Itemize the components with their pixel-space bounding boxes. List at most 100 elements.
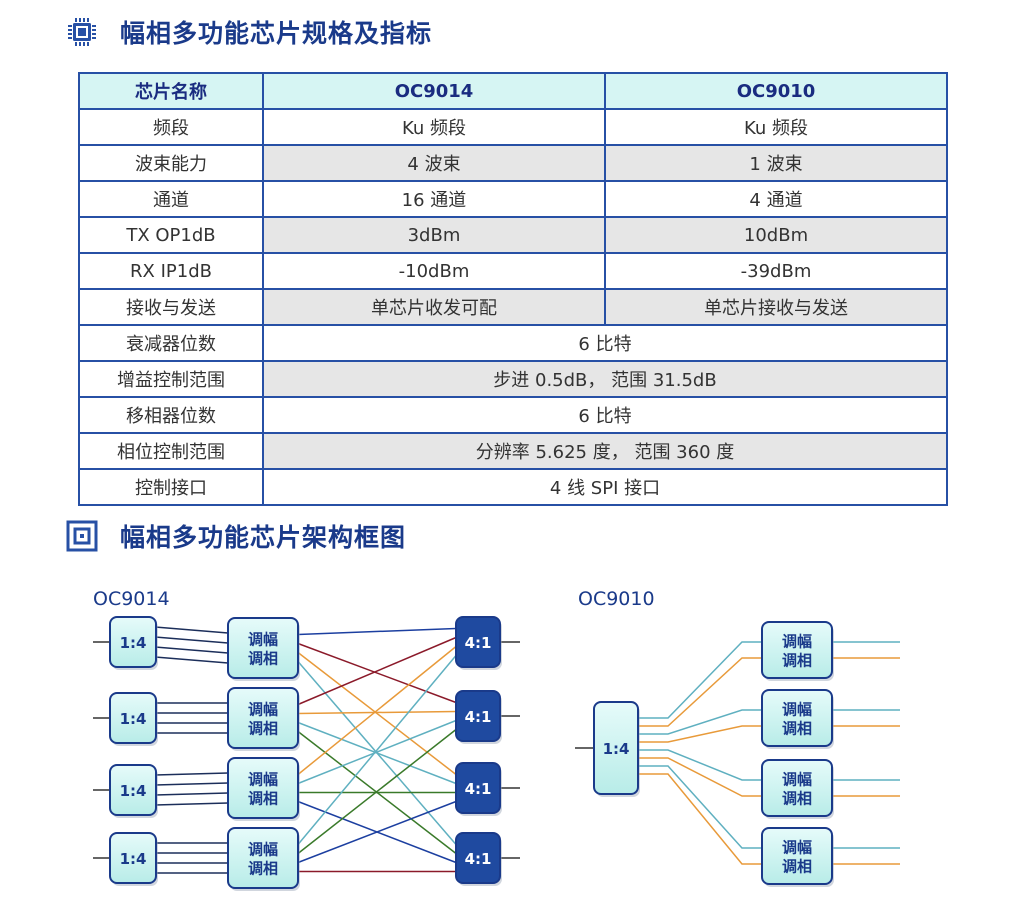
block-label: 1:4 <box>120 782 147 800</box>
cell-oc9014: 4 波束 <box>262 144 606 182</box>
block-label: 1:4 <box>120 634 147 652</box>
block-label: 调幅 <box>248 841 278 859</box>
crossing-line <box>297 645 457 776</box>
crossing-line <box>297 721 457 785</box>
block-label: 调相 <box>782 720 812 738</box>
table-row: 增益控制范围 步进 0.5dB， 范围 31.5dB <box>78 360 948 398</box>
row-label: 接收与发送 <box>78 288 264 326</box>
block-label: 调幅 <box>782 633 812 651</box>
spec-table: 芯片名称 OC9014 OC9010 频段 Ku 频段 Ku 频段 波束能力 4… <box>78 72 948 506</box>
splitter-output-line <box>154 782 229 786</box>
cell-oc9010: Ku 频段 <box>604 108 948 146</box>
cell-shared: 4 线 SPI 接口 <box>262 468 948 506</box>
fanout-line <box>638 773 762 865</box>
section-title-text: 幅相多功能芯片规格及指标 <box>120 19 433 48</box>
block-label: 调相 <box>248 720 278 738</box>
table-header-row: 芯片名称 OC9014 OC9010 <box>78 72 948 110</box>
crossing-line <box>297 642 457 704</box>
block-label: 4:1 <box>465 850 492 868</box>
row-label: RX IP1dB <box>78 252 264 290</box>
combiner-block: 4:1 <box>455 690 502 744</box>
splitter-block: 1:4 <box>593 701 640 797</box>
block-label: 调相 <box>782 652 812 670</box>
block-body <box>109 616 157 668</box>
row-label: 移相器位数 <box>78 396 264 434</box>
fanout-line <box>638 657 762 727</box>
section-title-architecture: 幅相多功能芯片架构框图 <box>66 518 406 554</box>
crossing-line <box>297 800 457 864</box>
block-label: 调幅 <box>782 771 812 789</box>
oc9010-connections <box>575 641 900 865</box>
block-body <box>109 692 157 744</box>
row-label: 波束能力 <box>78 144 264 182</box>
splitter-output-line <box>154 646 229 654</box>
fanout-line <box>638 641 762 719</box>
block-label: 调相 <box>782 790 812 808</box>
table-row: 接收与发送 单芯片收发可配 单芯片接收与发送 <box>78 288 948 326</box>
combiner-block: 4:1 <box>455 616 502 670</box>
block-body <box>227 757 299 819</box>
splitter-block: 1:4 <box>109 764 158 818</box>
block-label: 调相 <box>248 650 278 668</box>
crossing-line <box>297 636 457 706</box>
row-label: 相位控制范围 <box>78 432 264 470</box>
table-row: 衰减器位数 6 比特 <box>78 324 948 362</box>
row-label: TX OP1dB <box>78 216 264 254</box>
block-label: 1:4 <box>603 740 630 758</box>
cell-oc9014: 16 通道 <box>262 180 606 218</box>
splitter-output-line <box>154 626 229 634</box>
section-title-spec: 幅相多功能芯片规格及指标 <box>66 14 432 50</box>
table-row: 控制接口 4 线 SPI 接口 <box>78 468 948 506</box>
splitter-output-line <box>154 636 229 644</box>
block-body <box>593 701 639 795</box>
block-body <box>761 621 833 679</box>
cell-oc9014: Ku 频段 <box>262 108 606 146</box>
block-body <box>761 689 833 747</box>
cell-oc9010: 1 波束 <box>604 144 948 182</box>
cell-shared: 分辨率 5.625 度， 范围 360 度 <box>262 432 948 470</box>
block-body <box>227 617 299 679</box>
block-body <box>761 759 833 817</box>
splitter-block: 1:4 <box>109 616 158 670</box>
table-row: 波束能力 4 波束 1 波束 <box>78 144 948 182</box>
splitter-output-line <box>154 792 229 796</box>
cell-oc9010: 单芯片接收与发送 <box>604 288 948 326</box>
block-body <box>455 616 501 668</box>
cell-oc9014: -10dBm <box>262 252 606 290</box>
block-label: 调相 <box>782 858 812 876</box>
cell-shared: 6 比特 <box>262 396 948 434</box>
block-label: 4:1 <box>465 780 492 798</box>
crossing-line <box>297 719 457 785</box>
block-label: 调幅 <box>248 631 278 649</box>
oc9010-label: OC9010 <box>578 588 655 610</box>
crossing-line <box>297 627 457 636</box>
crossing-line <box>297 655 457 845</box>
block-label: 调相 <box>248 860 278 878</box>
row-label: 增益控制范围 <box>78 360 264 398</box>
block-body <box>761 827 833 885</box>
crossing-line <box>297 728 457 855</box>
chip-icon <box>68 18 96 46</box>
splitter-block: 1:4 <box>109 832 158 886</box>
splitter-output-line <box>154 656 229 664</box>
cell-oc9010: 4 通道 <box>604 180 948 218</box>
block-label: 1:4 <box>120 710 147 728</box>
table-row: 相位控制范围 分辨率 5.625 度， 范围 360 度 <box>78 432 948 470</box>
oc9014-label: OC9014 <box>93 588 170 610</box>
cell-oc9010: 10dBm <box>604 216 948 254</box>
oc9014-connections <box>93 626 520 874</box>
block-label: 4:1 <box>465 634 492 652</box>
cell-oc9014: 3dBm <box>262 216 606 254</box>
fanout-line <box>638 757 762 797</box>
row-label: 控制接口 <box>78 468 264 506</box>
block-body <box>109 832 157 884</box>
cell-shared: 6 比特 <box>262 324 948 362</box>
cell-oc9014: 单芯片收发可配 <box>262 288 606 326</box>
crossing-line <box>297 710 457 715</box>
header-oc9014: OC9014 <box>262 72 606 110</box>
block-body <box>109 764 157 816</box>
